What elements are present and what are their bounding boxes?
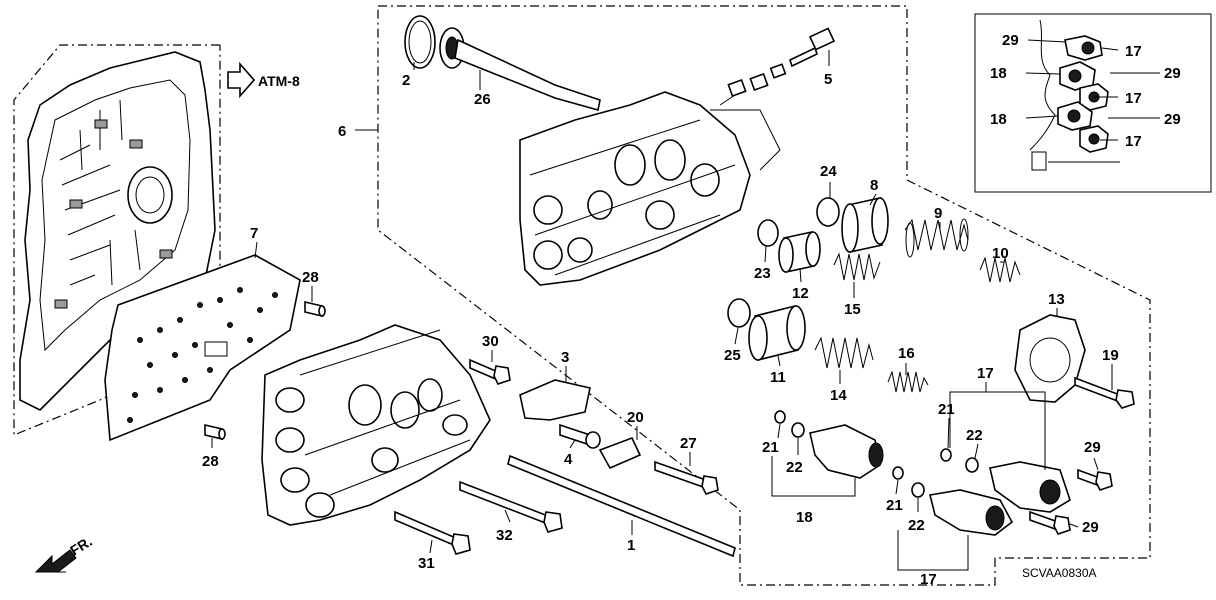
inset-callout-17-c[interactable]: 17 <box>1125 133 1142 150</box>
inset-callout-29-c[interactable]: 29 <box>1164 111 1181 128</box>
secondary-valve-body <box>261 324 491 526</box>
inset-callout-18-a[interactable]: 18 <box>990 65 1007 82</box>
callout-15[interactable]: 15 <box>844 301 861 318</box>
callout-20[interactable]: 20 <box>627 409 644 426</box>
callout-10[interactable]: 10 <box>992 245 1009 262</box>
callout-7[interactable]: 7 <box>250 225 258 242</box>
callout-labels: 26 2 5 6 7 28 28 24 8 23 12 9 10 15 13 2… <box>202 32 1181 588</box>
callout-8[interactable]: 8 <box>870 177 878 194</box>
callout-28-upper[interactable]: 28 <box>302 269 319 286</box>
callout-12[interactable]: 12 <box>792 285 809 302</box>
callout-21-a[interactable]: 21 <box>938 401 955 418</box>
callout-17-upper[interactable]: 17 <box>977 365 994 382</box>
solenoids-and-covers <box>774 314 1135 536</box>
callout-13[interactable]: 13 <box>1048 291 1065 308</box>
callout-23[interactable]: 23 <box>754 265 771 282</box>
callout-16[interactable]: 16 <box>898 345 915 362</box>
callout-14[interactable]: 14 <box>830 387 847 404</box>
main-valve-body <box>19 51 216 411</box>
separator-plate <box>104 254 301 442</box>
callout-25[interactable]: 25 <box>724 347 741 364</box>
callout-32[interactable]: 32 <box>496 527 513 544</box>
front-arrow-icon <box>34 549 77 573</box>
reference-code: SCVAA0830A <box>1022 566 1097 580</box>
callout-29-b[interactable]: 29 <box>1082 519 1099 536</box>
callout-22-a[interactable]: 22 <box>966 427 983 444</box>
inset-callout-18-b[interactable]: 18 <box>990 111 1007 128</box>
callout-4[interactable]: 4 <box>564 451 573 468</box>
spools-and-springs <box>727 197 1021 393</box>
callout-26[interactable]: 2 <box>402 72 410 89</box>
atm8-arrow-icon <box>227 61 256 99</box>
inset-callout-29-b[interactable]: 29 <box>1164 65 1181 82</box>
front-indicator: FR. <box>34 533 95 573</box>
callout-1[interactable]: 1 <box>627 537 635 554</box>
callout-22-b[interactable]: 22 <box>786 459 803 476</box>
callout-22-c[interactable]: 22 <box>908 517 925 534</box>
atm8-indicator: ATM-8 <box>227 61 300 99</box>
callout-6[interactable]: 6 <box>338 123 346 140</box>
inset-callout-17-a[interactable]: 17 <box>1125 43 1142 60</box>
small-parts <box>204 300 736 558</box>
callout-3[interactable]: 3 <box>561 349 569 366</box>
callout-29-a[interactable]: 29 <box>1084 439 1101 456</box>
callout-24[interactable]: 24 <box>820 163 837 180</box>
inset-detail <box>1029 19 1120 171</box>
callout-31[interactable]: 31 <box>418 555 435 572</box>
leader-lines <box>211 39 1160 571</box>
callout-9[interactable]: 9 <box>934 205 942 222</box>
callout-18[interactable]: 18 <box>796 509 813 526</box>
callout-30[interactable]: 30 <box>482 333 499 350</box>
callout-28-lower[interactable]: 28 <box>202 453 219 470</box>
callout-5[interactable]: 5 <box>824 71 832 88</box>
callout-17-lower[interactable]: 17 <box>920 571 937 588</box>
callout-2[interactable]: 26 <box>474 91 491 108</box>
inset-callout-29-a[interactable]: 29 <box>1002 32 1019 49</box>
atm8-label[interactable]: ATM-8 <box>258 73 300 89</box>
callout-19[interactable]: 19 <box>1102 347 1119 364</box>
upper-valve-body <box>519 91 781 286</box>
inset-callout-17-b[interactable]: 17 <box>1125 90 1142 107</box>
callout-11[interactable]: 11 <box>770 369 786 386</box>
callout-27[interactable]: 27 <box>680 435 697 452</box>
shaft-assembly <box>404 15 836 112</box>
callout-21-b[interactable]: 21 <box>762 439 779 456</box>
callout-21-c[interactable]: 21 <box>886 497 903 514</box>
